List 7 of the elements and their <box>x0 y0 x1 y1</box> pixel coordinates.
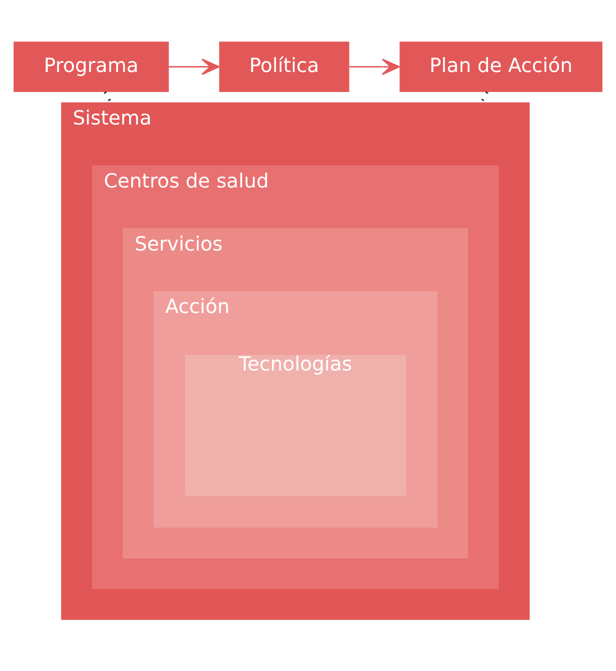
connector <box>104 90 112 104</box>
node-box: Plan de Acción <box>400 41 602 92</box>
node-box: Programa <box>14 41 169 92</box>
node-box: Política <box>219 41 350 92</box>
arrow <box>349 58 400 75</box>
connector <box>480 90 488 104</box>
arrow <box>168 58 220 75</box>
